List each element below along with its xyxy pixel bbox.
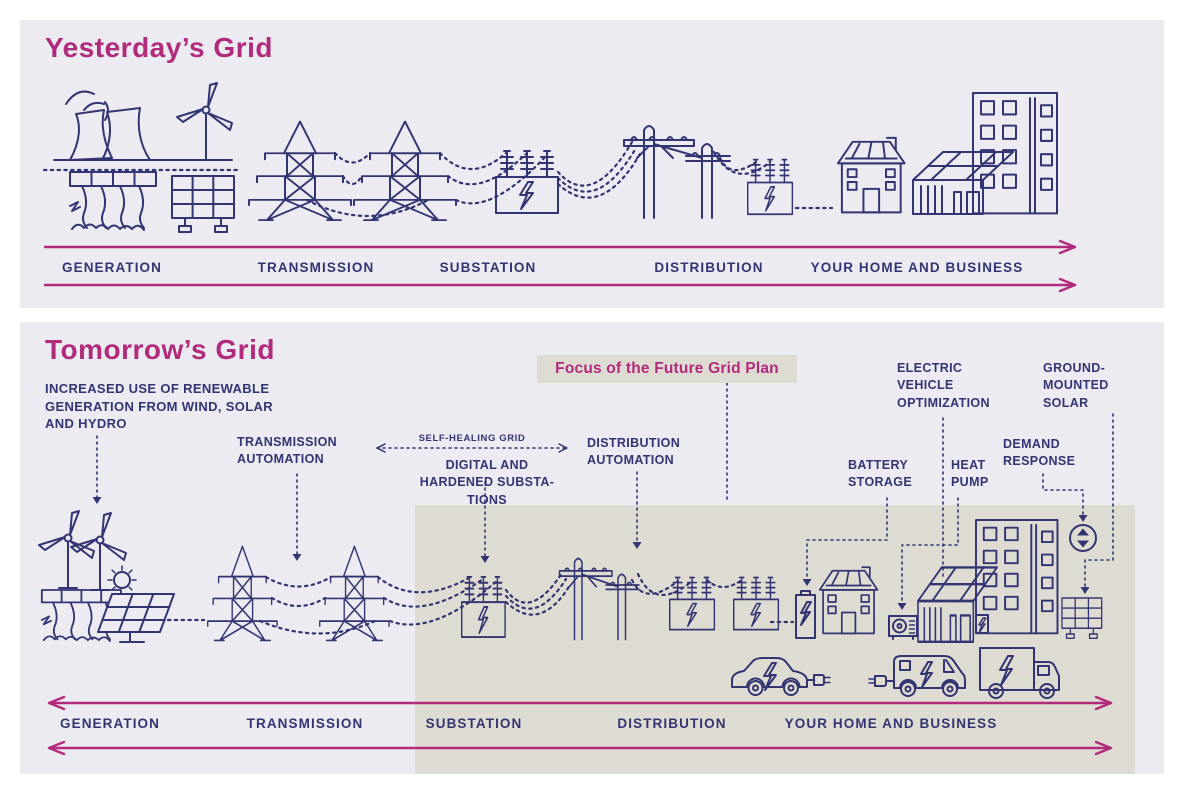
office-building-icon <box>971 91 1059 215</box>
substation-icon <box>495 150 559 214</box>
annotation-transmission-automation: TRANSMISSION AUTOMATION <box>237 435 338 467</box>
distribution-poles-icon <box>623 125 731 219</box>
demand-response-icon <box>1070 525 1096 551</box>
tilted-solar-icon <box>98 594 174 642</box>
transmission-tower-icon <box>318 545 390 642</box>
annotation-distribution-automation: DISTRIBUTION AUTOMATION <box>587 436 681 468</box>
wind-turbine-icon <box>38 510 95 589</box>
annotation-demand-response: DEMAND RESPONSE <box>1003 437 1076 469</box>
tomorrow-scene <box>38 322 1164 774</box>
ev-truck-icon <box>980 648 1059 698</box>
pole-transformer-icon <box>746 158 794 216</box>
wind-turbine-icon <box>176 82 233 161</box>
annotation-self-healing-grid: SELF-HEALING GRID <box>418 433 526 444</box>
stage-label-transmission: TRANSMISSION <box>257 260 375 275</box>
stage-label-transmission: TRANSMISSION <box>246 716 364 731</box>
sun-icon <box>108 566 136 590</box>
yesterdays-grid-panel: Yesterday’s Grid GENERATION TRANSMISSION… <box>20 20 1164 308</box>
annotation-heat-pump: HEAT PUMP <box>951 458 989 490</box>
wall-charger-icon <box>976 615 988 633</box>
stage-label-substation: SUBSTATION <box>425 716 523 731</box>
stage-label-generation: GENERATION <box>61 260 163 275</box>
pole-transformer-icon <box>668 576 716 631</box>
substation-icon <box>460 575 507 639</box>
distribution-poles-icon <box>558 557 640 641</box>
flow-arrow-top-first <box>45 241 1075 253</box>
tomorrows-grid-panel: Tomorrow’s Grid Focus of the Future Grid… <box>20 322 1164 774</box>
ev-van-icon <box>869 656 965 696</box>
stage-label-generation: GENERATION <box>59 716 161 731</box>
heat-pump-icon <box>889 616 917 639</box>
hydro-dam-icon <box>69 171 157 231</box>
stage-label-distribution: DISTRIBUTION <box>654 260 764 275</box>
stage-label-home-business: YOUR HOME AND BUSINESS <box>784 716 998 731</box>
ground-solar-icon <box>1061 597 1103 640</box>
solar-panel-icon <box>171 175 235 233</box>
annotation-ev-optimization: ELECTRIC VEHICLE OPTIMIZATION <box>897 361 990 410</box>
transmission-tower-icon <box>206 545 278 642</box>
power-plant-icon <box>65 90 151 161</box>
warehouse-icon <box>912 151 1014 215</box>
flow-arrow-top-second <box>45 279 1075 291</box>
annotation-ground-mounted-solar: GROUND- MOUNTED SOLAR <box>1043 361 1109 410</box>
stage-label-substation: SUBSTATION <box>439 260 537 275</box>
flow-arrow-bottom-first <box>49 697 1111 709</box>
tomorrow-title: Tomorrow’s Grid <box>45 334 275 365</box>
wind-turbine-icon <box>70 512 127 591</box>
warehouse-icon <box>916 566 999 643</box>
focus-plan-label: Focus of the Future Grid Plan <box>537 355 797 383</box>
solar-house-icon <box>818 566 879 635</box>
annotation-battery-storage: BATTERY STORAGE <box>848 458 913 490</box>
yesterday-title: Yesterday’s Grid <box>45 32 273 63</box>
solar-house-icon <box>836 136 906 214</box>
annotation-digital-substations: DIGITAL AND HARDENED SUBSTA- TIONS <box>419 458 555 507</box>
annotation-renewables: INCREASED USE OF RENEWABLE GENERATION FR… <box>45 381 274 432</box>
ev-car-icon <box>732 658 830 695</box>
transmission-tower-icon <box>248 120 352 222</box>
yesterday-scene <box>20 82 1164 308</box>
flow-arrow-bottom-second <box>49 742 1111 754</box>
battery-storage-icon <box>796 591 815 638</box>
transmission-tower-icon <box>353 120 457 222</box>
stage-label-home-business: YOUR HOME AND BUSINESS <box>810 260 1024 275</box>
stage-label-distribution: DISTRIBUTION <box>617 716 727 731</box>
